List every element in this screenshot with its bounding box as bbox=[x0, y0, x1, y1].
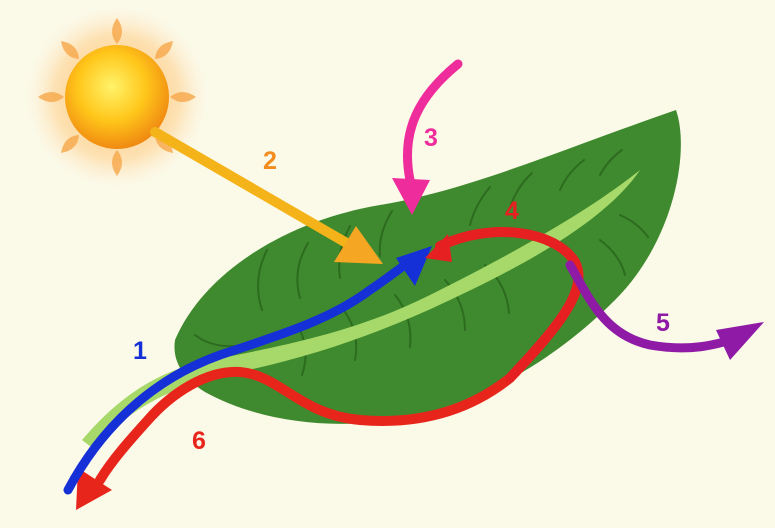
label-2: 2 bbox=[263, 147, 277, 175]
label-3: 3 bbox=[424, 124, 438, 152]
label-6: 6 bbox=[192, 427, 206, 455]
label-1: 1 bbox=[133, 337, 147, 365]
label-5: 5 bbox=[656, 309, 670, 337]
label-4: 4 bbox=[505, 197, 519, 225]
sun-icon bbox=[27, 7, 207, 187]
